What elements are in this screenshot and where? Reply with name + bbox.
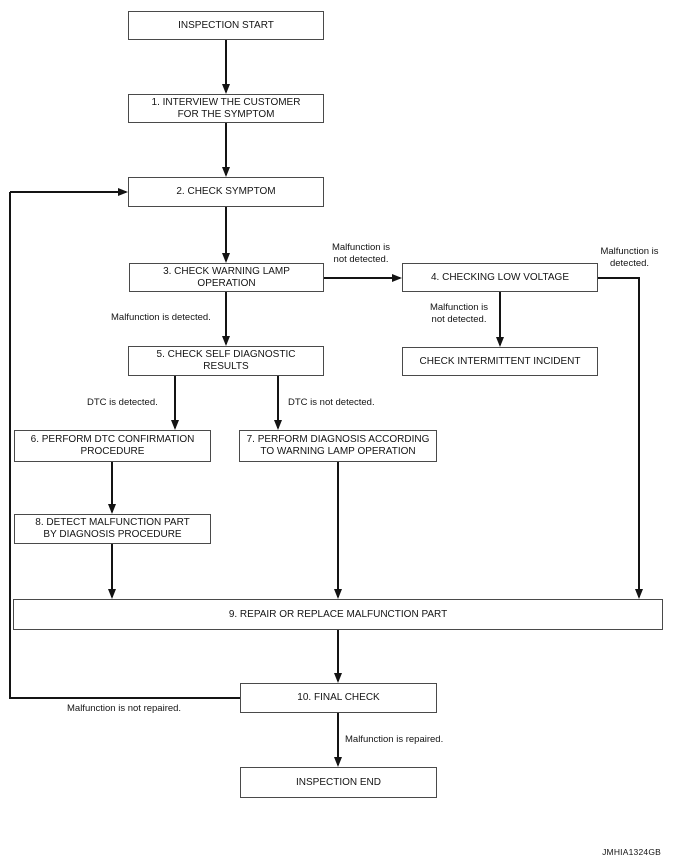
flow-node-text: CHECK INTERMITTENT INCIDENT (419, 355, 581, 367)
arrowhead-right-icon (118, 187, 128, 196)
flow-node-step-10-final-check: 10. FINAL CHECK (240, 683, 437, 713)
connector-line (225, 40, 227, 92)
connector-line (277, 376, 279, 428)
connector-line (111, 462, 113, 512)
arrowhead-down-icon (634, 589, 643, 599)
flow-node-text: 10. FINAL CHECK (297, 692, 380, 703)
flow-node-text: 7. PERFORM DIAGNOSIS ACCORDING (246, 434, 430, 445)
flow-node-text: 6. PERFORM DTC CONFIRMATION (30, 434, 195, 445)
flow-node-text: INSPECTION START (178, 19, 274, 31)
edge-label-text: DTC is detected. (87, 397, 158, 408)
edge-label-text: Malfunction is (429, 302, 489, 313)
arrowhead-down-icon (495, 337, 504, 347)
connector-line (499, 292, 501, 345)
flow-node-text: 9. REPAIR OR REPLACE MALFUNCTION PART (228, 608, 448, 620)
connector-line (174, 376, 176, 428)
connector-line (10, 697, 240, 699)
flow-node-step-9-repair-or-replace-malfunction-part: 9. REPAIR OR REPLACE MALFUNCTION PART (13, 599, 663, 630)
label-malfunction-detected-to-step5: Malfunction is detected. (111, 312, 241, 324)
edge-label-text: Malfunction is (600, 246, 659, 257)
flow-node-text: BY DIAGNOSIS PROCEDURE (43, 529, 182, 540)
connector-line (324, 277, 400, 279)
flow-node-inspection-end: INSPECTION END (240, 767, 437, 798)
flow-node-text: 8. DETECT MALFUNCTION PART (35, 517, 190, 528)
edge-label-text: Malfunction is not repaired. (67, 703, 182, 714)
flow-node-text: 1. INTERVIEW THE CUSTOMER (151, 96, 301, 108)
edge-label-text: Malfunction is (331, 242, 391, 253)
flow-node-step-4-checking-low-voltage: 4. CHECKING LOW VOLTAGE (402, 263, 598, 292)
arrowhead-down-icon (107, 504, 116, 514)
connector-line (9, 192, 11, 699)
edge-label-text: Malfunction is detected. (111, 312, 211, 323)
label-malfunction-is-not-repaired: Malfunction is not repaired. (67, 703, 207, 715)
edge-label-text: not detected. (333, 254, 389, 265)
flow-node-text: RESULTS (203, 361, 249, 372)
flow-node-text: OPERATION (197, 277, 256, 289)
edge-label-text: detected. (609, 258, 650, 269)
flow-node-text: 4. CHECKING LOW VOLTAGE (431, 271, 569, 283)
figure-code-label: JMHIA1324GB (602, 847, 661, 857)
arrowhead-down-icon (221, 336, 230, 346)
connector-line (225, 292, 227, 344)
connector-line (337, 462, 339, 597)
label-dtc-is-not-detected: DTC is not detected. (288, 397, 408, 409)
connector-line (111, 544, 113, 597)
flow-node-inspection-start: INSPECTION START (128, 11, 324, 40)
flow-node-text: 3. CHECK WARNING LAMP (163, 265, 290, 277)
flow-node-text: TO WARNING LAMP OPERATION (260, 446, 416, 457)
flow-node-text: 2. CHECK SYMPTOM (176, 186, 276, 197)
arrowhead-down-icon (333, 757, 342, 767)
arrowhead-down-icon (273, 420, 282, 430)
arrowhead-down-icon (333, 673, 342, 683)
label-malfunction-is-repaired: Malfunction is repaired. (345, 734, 465, 746)
label-dtc-is-detected: DTC is detected. (87, 397, 187, 409)
edge-label-text: DTC is not detected. (288, 397, 375, 408)
arrowhead-down-icon (221, 167, 230, 177)
connector-line (638, 277, 640, 597)
flow-node-text: 5. CHECK SELF DIAGNOSTIC (156, 349, 296, 360)
arrowhead-down-icon (170, 420, 179, 430)
edge-label-text: Malfunction is repaired. (345, 734, 444, 745)
arrowhead-down-icon (107, 589, 116, 599)
arrowhead-right-icon (392, 273, 402, 282)
arrowhead-down-icon (221, 253, 230, 263)
flow-node-text: FOR THE SYMPTOM (177, 108, 275, 120)
connector-line (225, 207, 227, 261)
arrowhead-down-icon (221, 84, 230, 94)
edge-label-text: not detected. (431, 314, 487, 325)
flow-node-text: INSPECTION END (295, 776, 381, 788)
connector-line (225, 123, 227, 175)
arrowhead-down-icon (333, 589, 342, 599)
connector-line (337, 713, 339, 765)
connector-line (337, 630, 339, 681)
flow-node-text: PROCEDURE (80, 446, 145, 457)
connector-line (598, 277, 640, 279)
connector-line (10, 191, 126, 193)
flow-node-check-intermittent-incident: CHECK INTERMITTENT INCIDENT (402, 347, 598, 376)
flow-node-step-2-check-symptom: 2. CHECK SYMPTOM (128, 177, 324, 207)
